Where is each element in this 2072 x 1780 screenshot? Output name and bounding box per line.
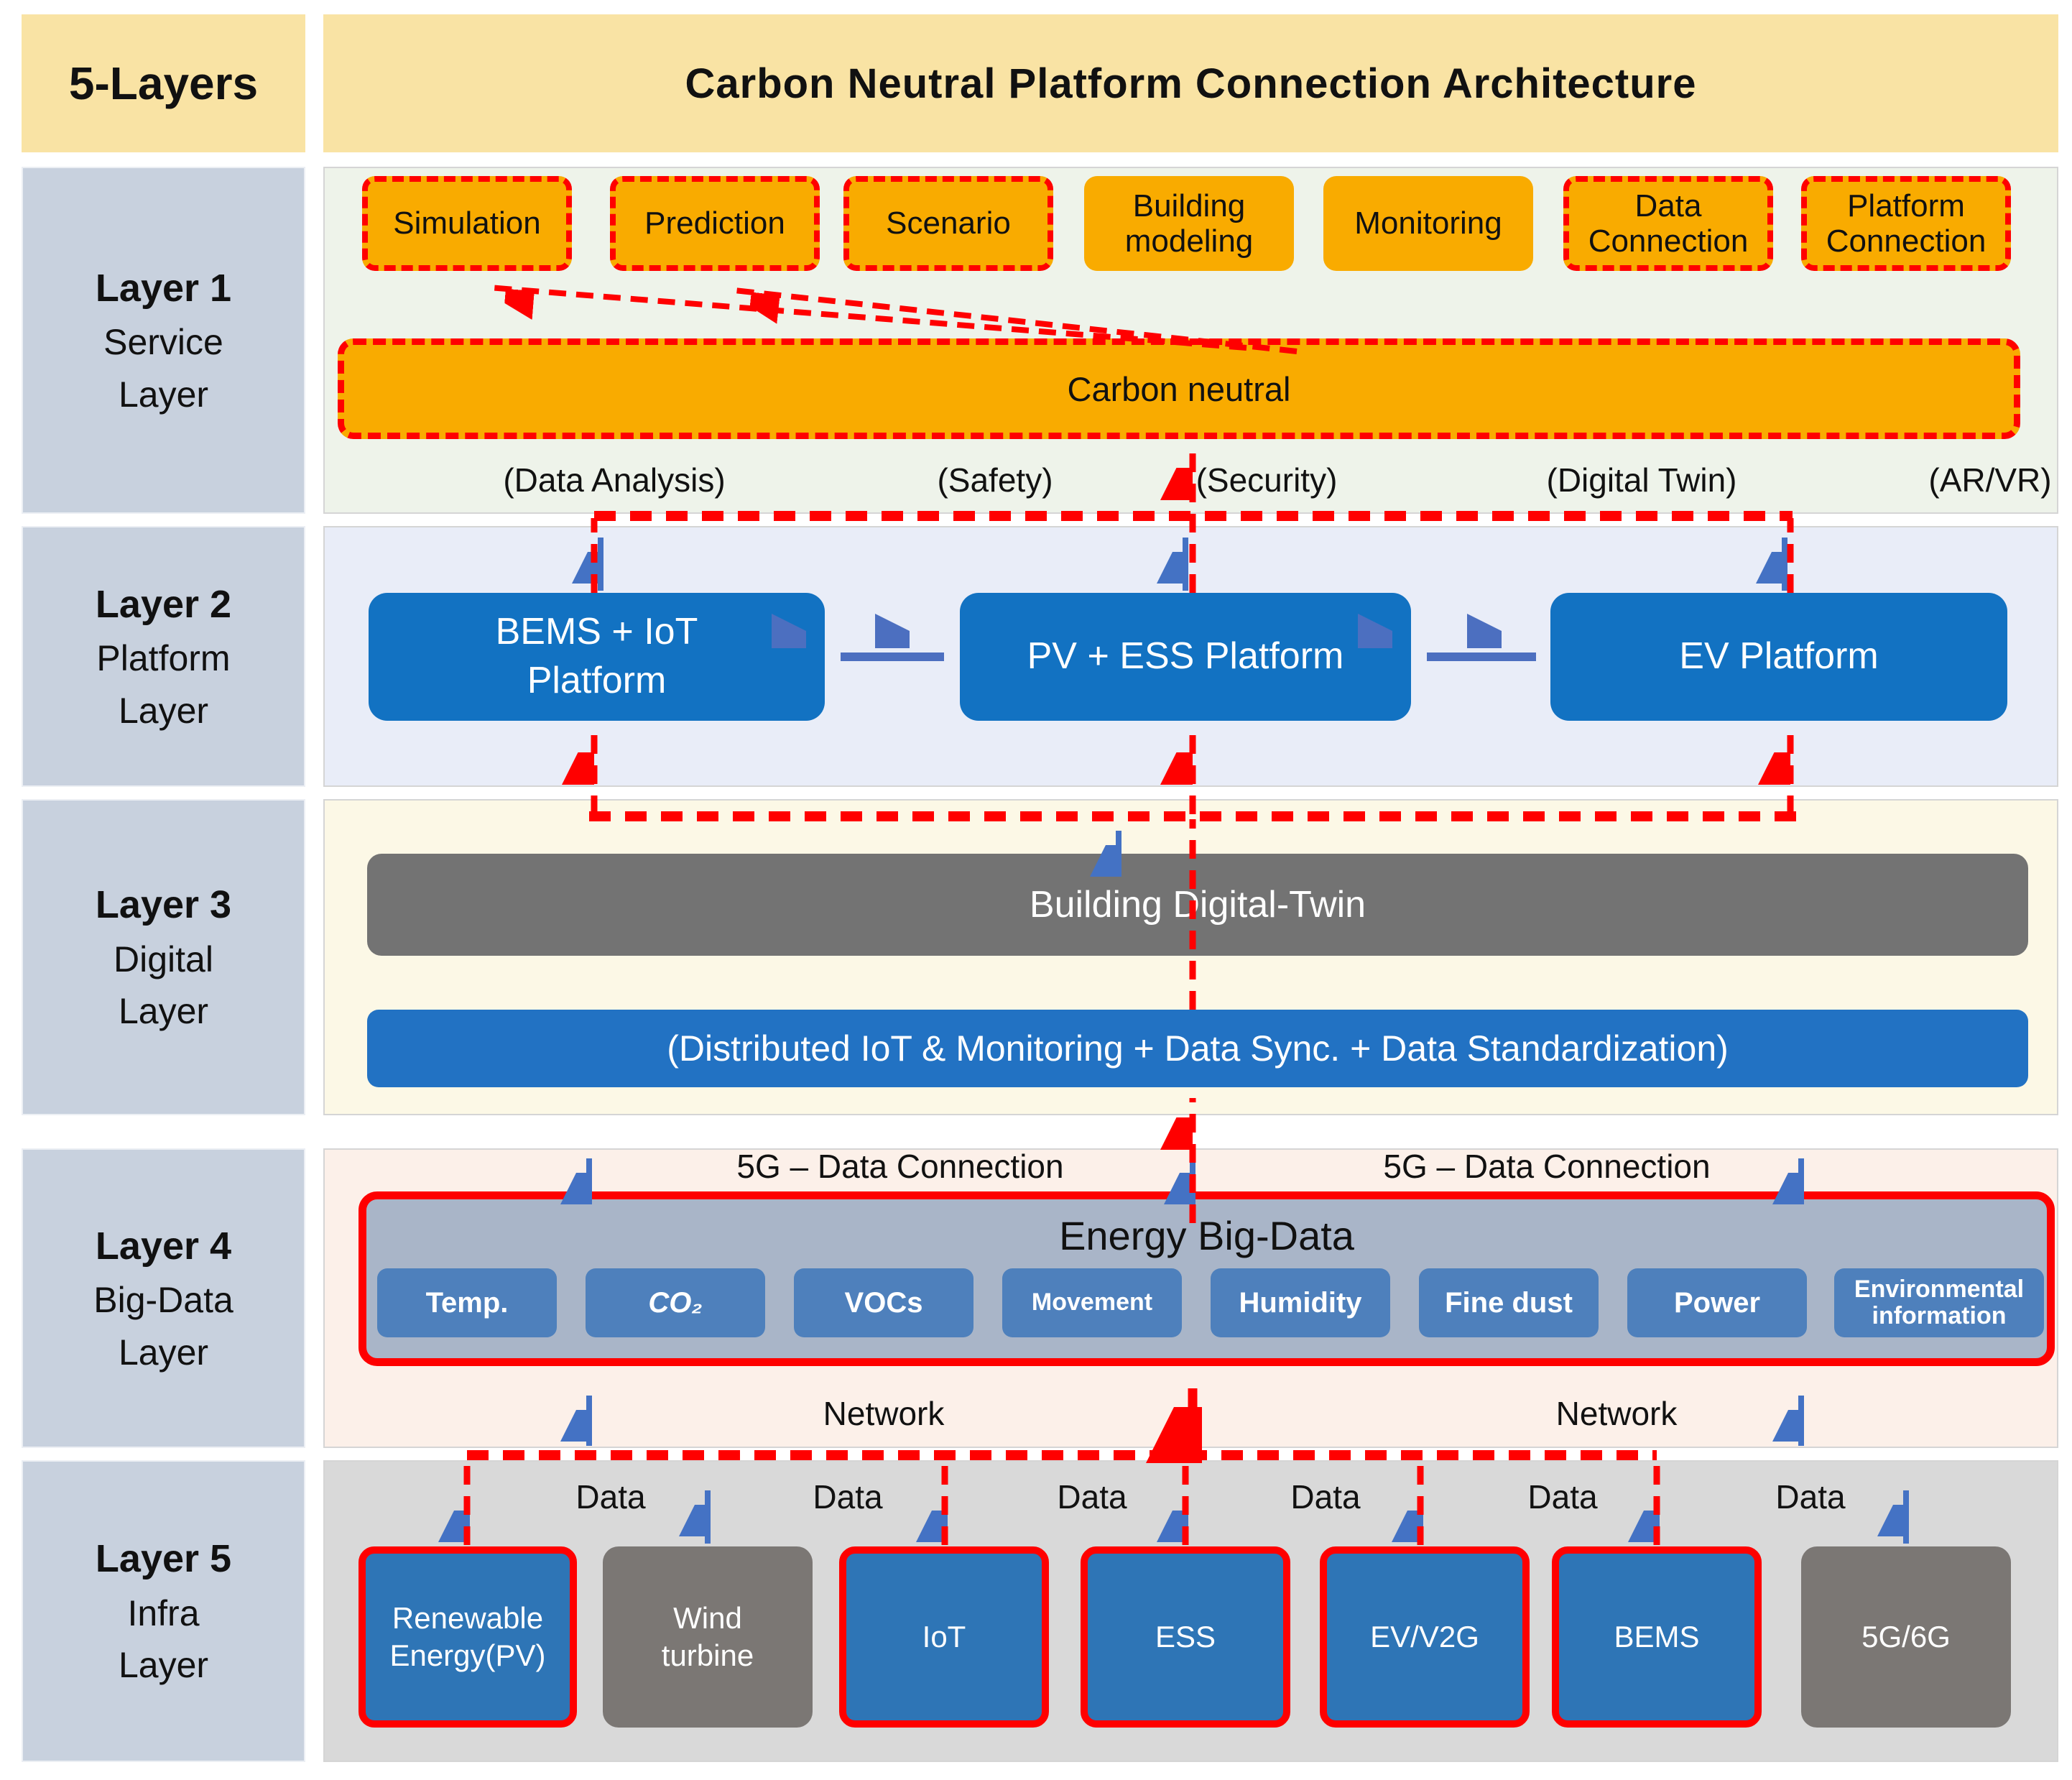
infra-box-iot: IoT xyxy=(839,1546,1049,1728)
sensor-box-fine-dust: Fine dust xyxy=(1419,1268,1599,1337)
caption-digital-twin: (Digital Twin) xyxy=(1546,461,1737,499)
five-layers-header: 5-Layers xyxy=(22,14,305,152)
label-data-6: Data xyxy=(1775,1478,1846,1516)
layer5-subtitle2: Layer xyxy=(118,1645,209,1686)
caption-data-analysis: (Data Analysis) xyxy=(503,461,726,499)
service-box-simulation: Simulation xyxy=(362,176,572,271)
label-5g-data-connection-right: 5G – Data Connection xyxy=(1383,1148,1711,1185)
sensor-box-temp: Temp. xyxy=(377,1268,557,1337)
infra-box-wind-turbine: Wind turbine xyxy=(603,1546,813,1728)
infra-box-bems: BEMS xyxy=(1552,1546,1762,1728)
layer4-subtitle2: Layer xyxy=(118,1332,209,1373)
infra-box-ev-v2g: EV/V2G xyxy=(1320,1546,1530,1728)
distributed-iot-bar: (Distributed IoT & Monitoring + Data Syn… xyxy=(367,1010,2028,1087)
sensor-box-movement: Movement xyxy=(1002,1268,1182,1337)
infra-box-ess: ESS xyxy=(1081,1546,1290,1728)
layer2-subtitle: Platform xyxy=(96,638,231,679)
infra-box-5g-6g: 5G/6G xyxy=(1801,1546,2011,1728)
service-box-data-connection: Data Connection xyxy=(1563,176,1773,271)
layer1-subtitle: Service xyxy=(103,322,223,363)
label-data-5: Data xyxy=(1527,1478,1598,1516)
sensor-box-humidity: Humidity xyxy=(1211,1268,1390,1337)
layer3-subtitle2: Layer xyxy=(118,991,209,1032)
energy-big-data-title: Energy Big-Data xyxy=(1059,1212,1354,1258)
service-box-platform-connection: Platform Connection xyxy=(1801,176,2011,271)
layer4-subtitle: Big-Data xyxy=(93,1280,233,1321)
layer1-name: Layer 1 xyxy=(95,266,232,310)
sensor-box-co2: CO₂ xyxy=(586,1268,765,1337)
service-box-prediction: Prediction xyxy=(610,176,820,271)
service-box-building-modeling: Building modeling xyxy=(1084,176,1294,271)
label-network-right: Network xyxy=(1555,1395,1678,1432)
diagram-title: Carbon Neutral Platform Connection Archi… xyxy=(323,14,2058,152)
service-box-monitoring: Monitoring xyxy=(1323,176,1533,271)
caption-security: (Security) xyxy=(1195,461,1338,499)
layer3-subtitle: Digital xyxy=(114,939,213,979)
label-5g-data-connection-left: 5G – Data Connection xyxy=(736,1148,1064,1185)
label-data-3: Data xyxy=(1057,1478,1127,1516)
platform-box-pv-ess: PV + ESS Platform xyxy=(960,593,1411,721)
sensor-box-environmental-information: Environmental information xyxy=(1834,1268,2044,1337)
sensor-box-power: Power xyxy=(1627,1268,1807,1337)
layer3-name: Layer 3 xyxy=(95,883,232,927)
label-data-4: Data xyxy=(1290,1478,1361,1516)
layer1-subtitle2: Layer xyxy=(118,374,209,415)
caption-safety: (Safety) xyxy=(937,461,1053,499)
infra-box-renewable-energy-pv: Renewable Energy(PV) xyxy=(359,1546,577,1728)
layer4-name: Layer 4 xyxy=(95,1224,232,1268)
layer5-name: Layer 5 xyxy=(95,1537,232,1581)
platform-box-bems-iot: BEMS + IoT Platform xyxy=(369,593,825,721)
service-box-scenario: Scenario xyxy=(843,176,1053,271)
layer5-subtitle: Infra xyxy=(127,1592,200,1633)
layer2-subtitle2: Layer xyxy=(118,690,209,731)
carbon-neutral-box: Carbon neutral xyxy=(338,338,2020,439)
label-network-left: Network xyxy=(823,1395,945,1432)
sensor-box-vocs: VOCs xyxy=(794,1268,973,1337)
label-data-1: Data xyxy=(575,1478,646,1516)
layer2-name: Layer 2 xyxy=(95,582,232,626)
platform-box-ev: EV Platform xyxy=(1550,593,2007,721)
building-digital-twin-bar: Building Digital-Twin xyxy=(367,854,2028,956)
caption-ar-vr: (AR/VR) xyxy=(1928,461,2052,499)
label-data-2: Data xyxy=(813,1478,883,1516)
